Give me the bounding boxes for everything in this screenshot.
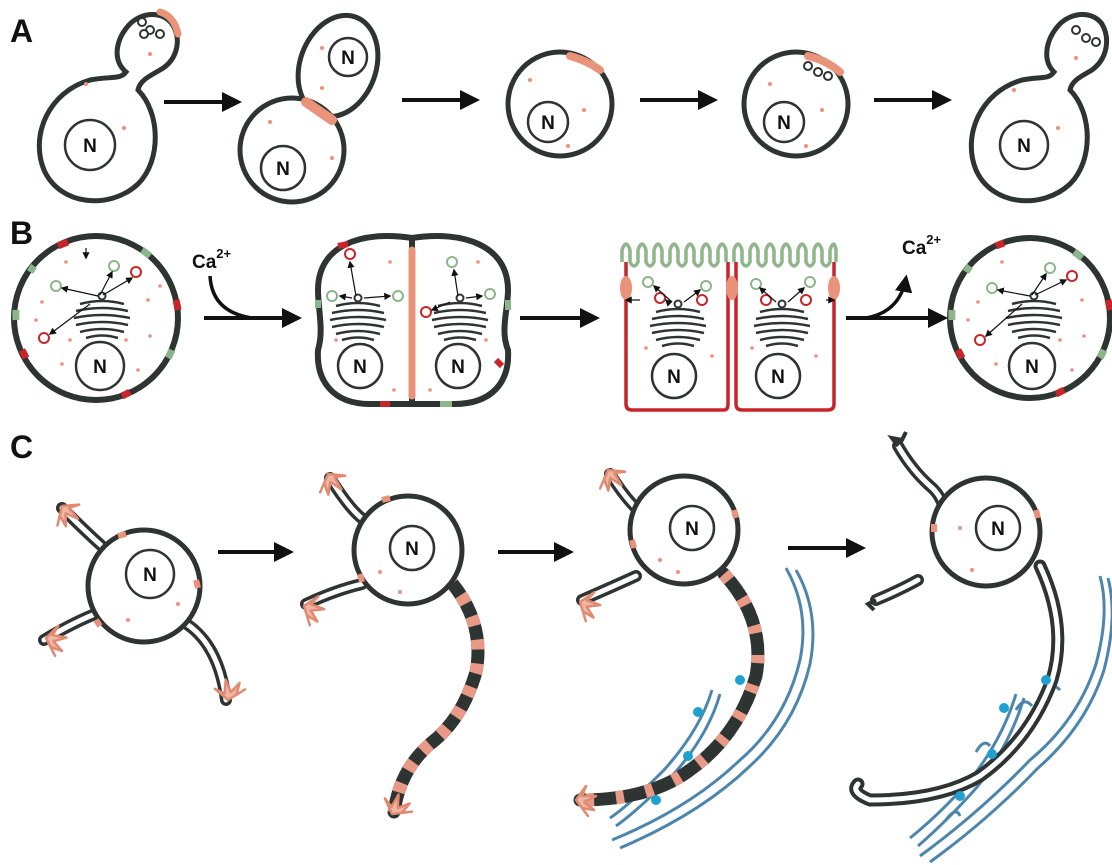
- nucleus-label: N: [991, 519, 1005, 540]
- nucleus-label: N: [667, 367, 681, 388]
- epithelial-cell-unpolarized: N: [14, 236, 178, 400]
- nucleus-label: N: [353, 357, 367, 378]
- ion-in-label: Ca2+: [192, 246, 232, 273]
- ion-out-curve: [866, 278, 906, 318]
- nucleus-label: N: [685, 519, 699, 540]
- panel-c-label: C: [10, 429, 33, 465]
- ion-out-label: Ca2+: [902, 232, 942, 259]
- yeast-cell-daughter: N: [508, 52, 612, 156]
- epithelial-cell-pair-contact: N N: [318, 236, 508, 404]
- nucleus-label: N: [451, 357, 465, 378]
- nucleus-label: N: [777, 113, 791, 134]
- yeast-cell-bud-site: N: [744, 52, 848, 156]
- nucleus-label: N: [405, 539, 419, 560]
- neuron-stage-3: N: [575, 463, 813, 848]
- nucleus-label: N: [1017, 136, 1031, 157]
- yeast-cell-budding-1: N: [39, 12, 178, 201]
- yeast-cell-budding-2: N: [971, 14, 1106, 200]
- epithelial-cells-polarized: N N: [620, 244, 840, 410]
- neuron-stage-4: N: [856, 432, 1112, 862]
- yeast-cell-dividing: N N: [240, 4, 391, 202]
- panel-a: A N N N: [10, 4, 1107, 202]
- ion-in-curve: [210, 276, 252, 318]
- nucleus-label: N: [83, 136, 97, 157]
- nucleus-label: N: [143, 565, 157, 586]
- panel-b-label: B: [10, 215, 33, 251]
- panel-b: B N: [10, 215, 1110, 410]
- nucleus-label: N: [276, 159, 290, 180]
- neuron-stage-1: N: [43, 497, 245, 701]
- nucleus-label: N: [341, 48, 355, 69]
- neuron-stage-2: N: [299, 467, 478, 822]
- nucleus-label: N: [1025, 357, 1039, 378]
- panel-c: C N: [10, 429, 1112, 862]
- nucleus-label: N: [771, 367, 785, 388]
- nucleus-label: N: [541, 113, 555, 134]
- epithelial-cell-depolarized: N: [950, 238, 1110, 398]
- nucleus-label: N: [93, 357, 107, 378]
- panel-a-label: A: [10, 13, 33, 49]
